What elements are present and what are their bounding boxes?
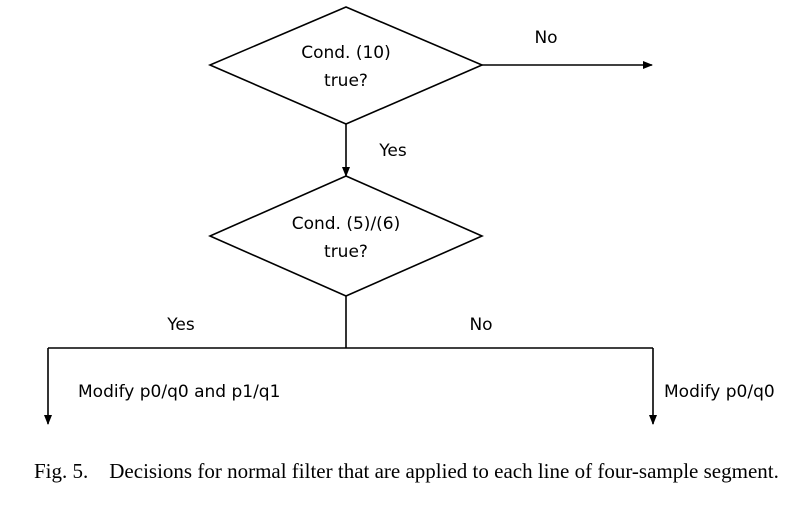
edge-cond10-yes-label: Yes: [378, 141, 407, 161]
decision-cond10-line2: true?: [324, 71, 368, 91]
edge-cond10-no-label: No: [534, 28, 557, 48]
edge-cond56-yes-label: Yes: [166, 315, 195, 335]
action-left-label: Modify p0/q0 and p1/q1: [78, 382, 280, 402]
decision-cond10-line1: Cond. (10): [301, 43, 391, 63]
edge-cond56-no-label: No: [469, 315, 492, 335]
action-right-label: Modify p0/q0: [664, 382, 775, 402]
figure-caption-text: Decisions for normal filter that are app…: [109, 459, 779, 483]
decision-cond56-line1: Cond. (5)/(6): [292, 214, 401, 234]
decision-cond56-line2: true?: [324, 242, 368, 262]
decision-cond10-shape: [207, 6, 485, 125]
decision-cond56-shape: [208, 175, 484, 297]
figure-caption: Fig. 5. Decisions for normal filter that…: [34, 458, 799, 484]
figure-caption-label: Fig. 5.: [34, 459, 89, 483]
